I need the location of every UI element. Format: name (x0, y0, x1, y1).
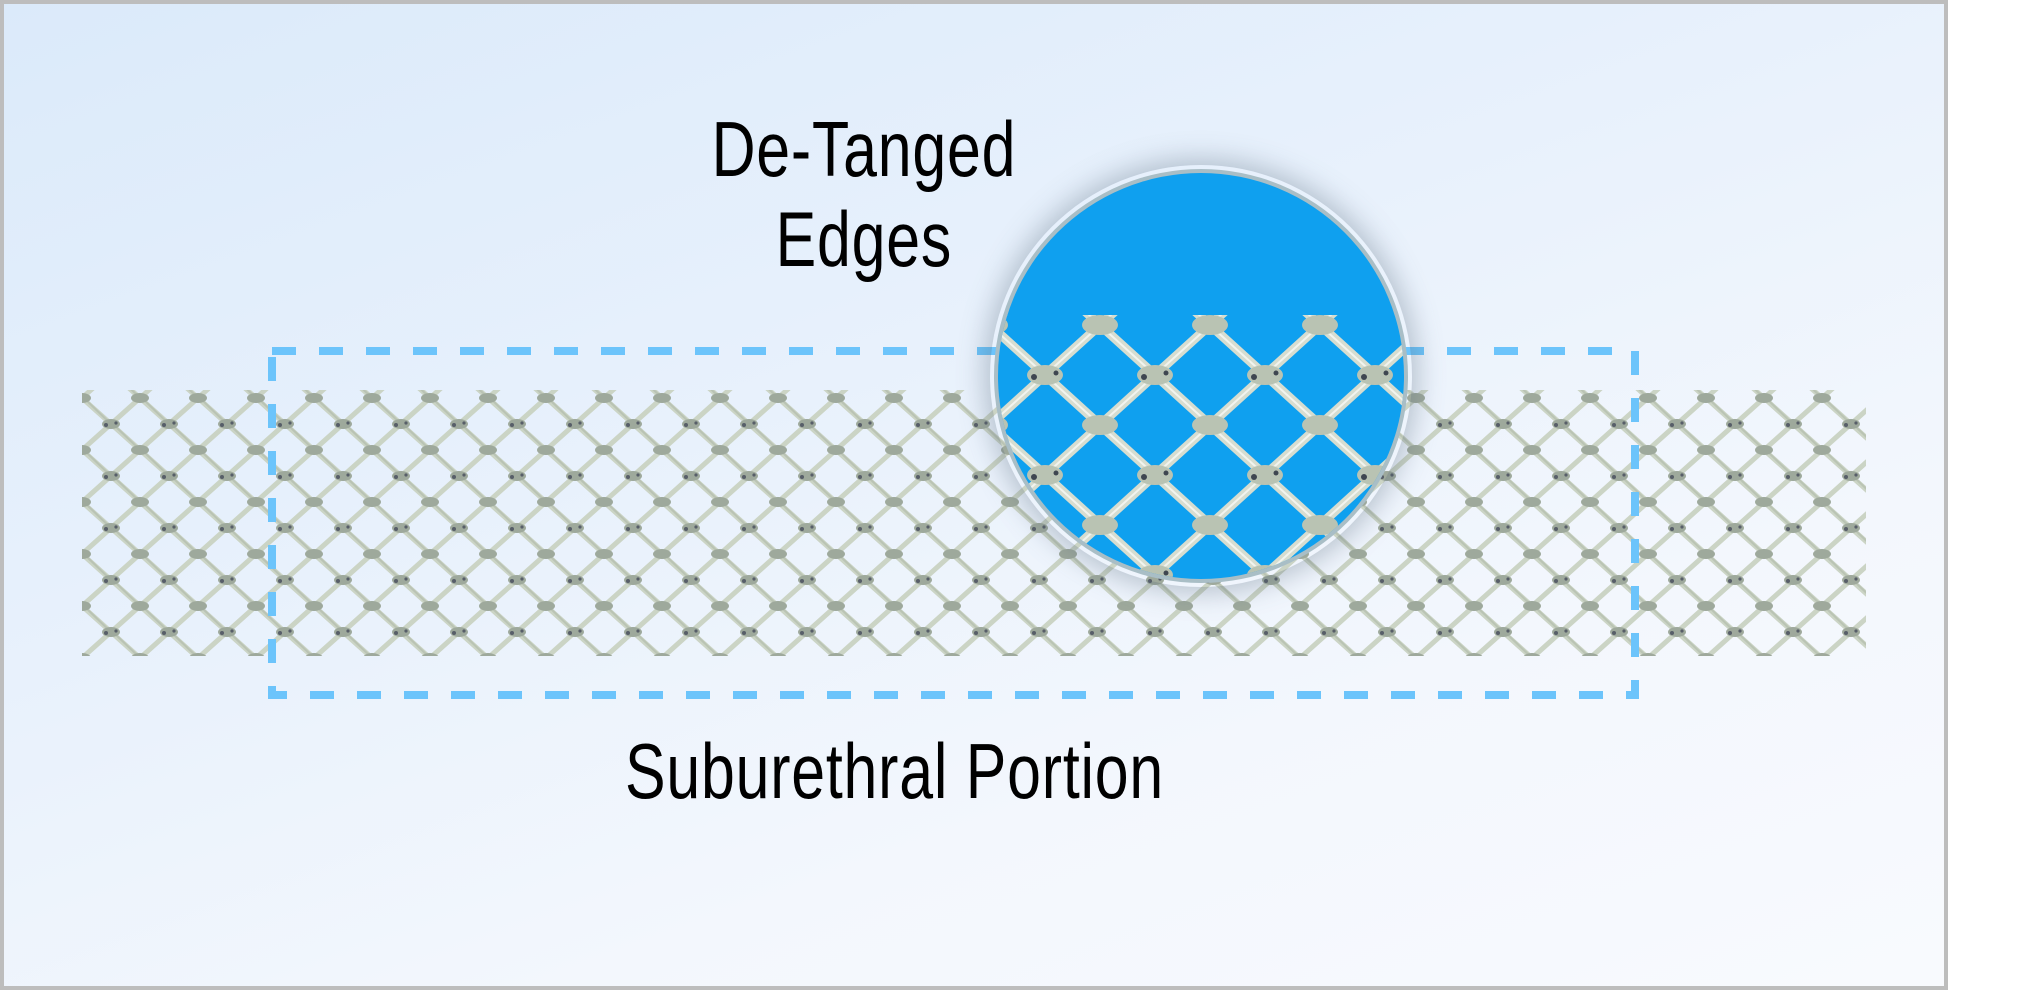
dashed-highlight-box (268, 347, 1639, 699)
magnifier-loupe (990, 165, 1412, 587)
label-top-line2: Edges (775, 195, 953, 283)
label-de-tanged-edges: De-Tanged Edges (704, 104, 1024, 284)
label-top-line1: De-Tanged (711, 105, 1017, 193)
figure-frame: De-Tanged Edges Suburethral Portion (0, 0, 1948, 990)
mesh-strip (82, 390, 1866, 656)
label-suburethral-portion: Suburethral Portion (625, 727, 1165, 815)
